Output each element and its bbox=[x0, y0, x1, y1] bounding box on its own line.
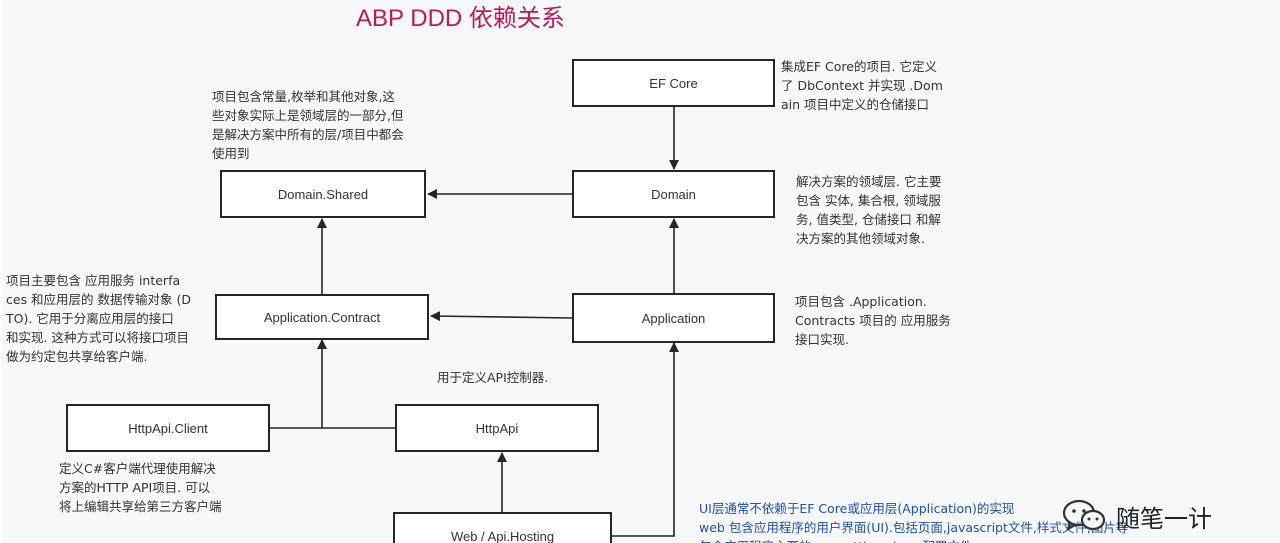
note-domain-shared: 项目包含常量,枚举和其他对象,这 些对象实际上是领域层的一部分,但 是解决方案中… bbox=[212, 89, 404, 161]
watermark-text: 随笔一计 bbox=[1116, 504, 1212, 533]
watermark: 随笔一计 bbox=[1062, 496, 1212, 536]
wechat-icon bbox=[1062, 499, 1106, 532]
box-application: Application bbox=[572, 293, 775, 343]
box-httpapi: HttpApi bbox=[395, 404, 599, 452]
box-domain: Domain bbox=[572, 170, 775, 218]
arrow-web-to-application bbox=[612, 342, 679, 537]
note-httpapi-client: 定义C#客户端代理使用解决 方案的HTTP API项目. 可以 将上编辑共享给第… bbox=[59, 461, 222, 514]
note-efcore: 集成EF Core的项目. 它定义 了 DbContext 并实现 .Dom a… bbox=[781, 59, 943, 112]
box-web-api-hosting: Web / Api.Hosting bbox=[393, 512, 612, 543]
arrow-application-to-contract bbox=[430, 311, 573, 322]
diagram-title: ABP DDD 依赖关系 bbox=[356, 5, 565, 32]
box-application-contract: Application.Contract bbox=[215, 294, 429, 340]
box-httpapi-client: HttpApi.Client bbox=[66, 404, 270, 452]
box-ef-core: EF Core bbox=[572, 59, 775, 107]
note-httpapi: 用于定义API控制器. bbox=[437, 370, 549, 385]
note-domain: 解决方案的领域层. 它主要 包含 实体, 集合根, 领域服 务, 值类型, 仓储… bbox=[796, 174, 942, 246]
note-web-ui-layer: UI层通常不依赖于EF Core或应用层(Application)的实现 web… bbox=[699, 501, 1129, 543]
note-application: 项目包含 .Application. Contracts 项目的 应用服务 接口… bbox=[795, 294, 951, 347]
note-application-contract: 项目主要包含 应用服务 interfa ces 和应用层的 数据传输对象 (D … bbox=[6, 273, 191, 364]
box-domain-shared: Domain.Shared bbox=[220, 170, 426, 218]
